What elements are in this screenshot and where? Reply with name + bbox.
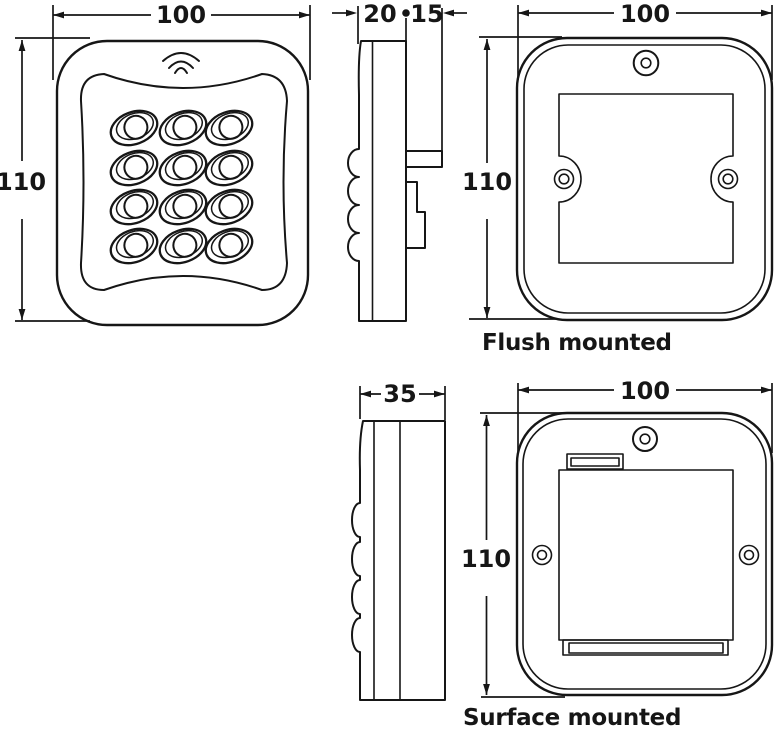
- bottom-flange: [562, 639, 729, 656]
- flush-width-dimension: 100: [517, 0, 773, 80]
- flush-height-dimension: 110: [462, 36, 562, 320]
- bottom-flange-inner: [568, 642, 724, 654]
- keypad-button: [204, 149, 254, 187]
- flush-width-label: 100: [620, 0, 670, 28]
- flush-cutout: [558, 93, 734, 264]
- keypad-button: [158, 227, 208, 265]
- keypad-button: [109, 149, 159, 187]
- surface-side-view: 35: [351, 380, 446, 701]
- battery-compartment: [558, 469, 734, 641]
- screw-hole-center: [536, 549, 548, 561]
- backbox-inner-outline: [523, 44, 766, 314]
- arrowhead: [761, 9, 772, 17]
- arrowhead: [346, 9, 357, 17]
- arrowhead: [18, 309, 26, 320]
- mounting-lug: [405, 150, 443, 168]
- depth-label: 20: [363, 0, 396, 28]
- arrowhead: [483, 415, 490, 426]
- flush-back-view: 100 110 Flush mounted: [462, 0, 774, 356]
- arrowhead: [18, 40, 26, 51]
- screw-hole: [738, 544, 760, 566]
- keypad-housing-outline: [55, 39, 310, 327]
- keypad-button: [204, 227, 254, 265]
- side-profile-outline: [351, 420, 446, 701]
- side-profile-outline: [347, 40, 407, 322]
- keypad-grid: [109, 109, 254, 265]
- front-height-dimension: 110: [0, 37, 90, 322]
- arrowhead: [518, 386, 529, 394]
- surface-back-view: 100 110 Surface mounted: [461, 377, 774, 730]
- arrowhead: [483, 39, 491, 50]
- screw-hole: [531, 544, 553, 566]
- screw-hole: [553, 168, 575, 190]
- surface-mounted-caption: Surface mounted: [463, 705, 681, 730]
- connector-slot-inner: [570, 457, 620, 467]
- keypad-button: [109, 227, 159, 265]
- surface-height-dimension: 110: [461, 412, 565, 698]
- screw-hole: [632, 426, 658, 452]
- arrowhead: [483, 684, 490, 695]
- flush-height-label: 110: [462, 168, 512, 196]
- keypad-face-outline: [79, 73, 288, 291]
- dimension-dot: [402, 9, 410, 17]
- arrowhead: [518, 9, 529, 17]
- backbox-outline: [515, 411, 774, 697]
- sounder-icon: [162, 52, 200, 74]
- front-height-label: 110: [0, 168, 46, 196]
- front-width-dimension: 100: [52, 1, 311, 80]
- terminal-block: [405, 181, 426, 249]
- keypad-button: [204, 188, 254, 226]
- surface-height-label: 110: [461, 545, 511, 573]
- flush-mounted-caption: Flush mounted: [482, 330, 672, 356]
- keypad-button: [158, 149, 208, 187]
- backbox-inner-outline: [522, 418, 767, 690]
- screw-hole: [717, 168, 739, 190]
- screw-hole-center: [639, 433, 651, 445]
- surface-depth-label: 35: [383, 380, 416, 408]
- connector-slot: [566, 453, 624, 470]
- arrowhead: [443, 9, 454, 17]
- screw-hole-center: [640, 57, 652, 69]
- backbox-outline: [515, 36, 774, 322]
- arrowhead: [434, 390, 445, 398]
- surface-depth-dimension: 35: [359, 380, 446, 420]
- keypad-button: [158, 109, 208, 147]
- arrowhead: [299, 11, 310, 19]
- screw-hole-center: [558, 173, 570, 185]
- keypad-button: [109, 188, 159, 226]
- front-width-label: 100: [156, 1, 206, 29]
- keypad-button: [158, 188, 208, 226]
- arrowhead: [483, 307, 491, 318]
- keypad-button: [109, 109, 159, 147]
- keypad-button: [204, 109, 254, 147]
- surface-width-dimension: 100: [517, 377, 773, 453]
- screw-hole-center: [722, 173, 734, 185]
- front-view: 100 110: [0, 1, 311, 327]
- surface-width-label: 100: [620, 377, 670, 405]
- arrowhead: [761, 386, 772, 394]
- arrowhead: [53, 11, 64, 19]
- arrowhead: [360, 390, 371, 398]
- screw-hole: [632, 49, 660, 77]
- flush-side-view: 20 15: [332, 0, 467, 322]
- screw-hole-center: [743, 549, 755, 561]
- lug-depth-label: 15: [410, 0, 443, 28]
- depth-dimension: 20 15: [332, 0, 467, 151]
